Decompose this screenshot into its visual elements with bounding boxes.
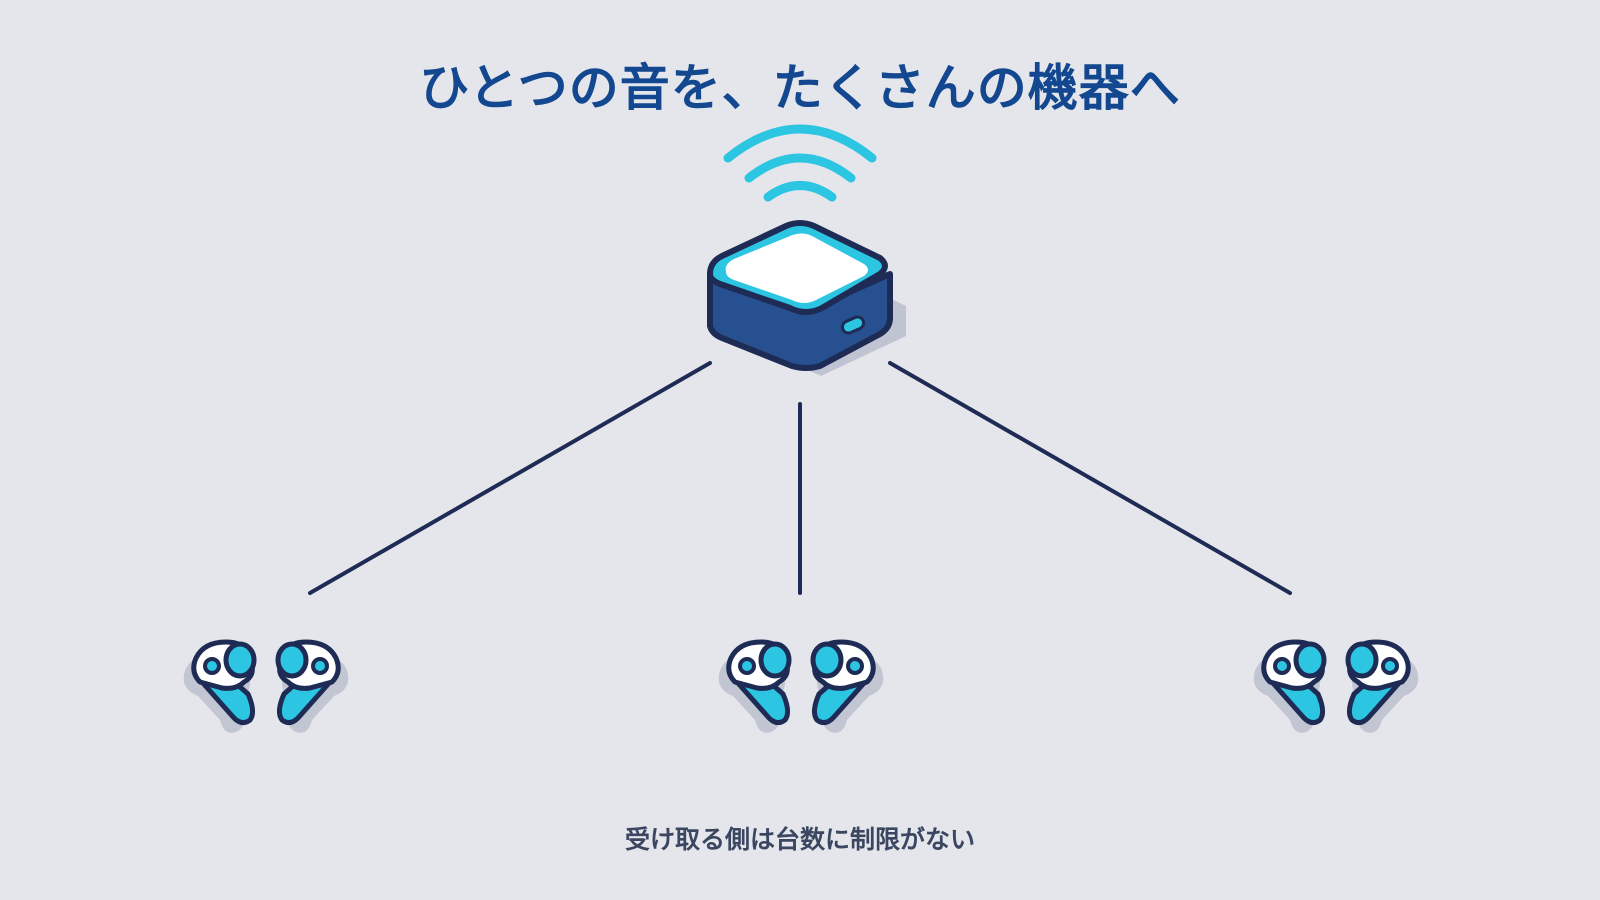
wifi-signal-icon — [723, 124, 877, 202]
connection-lines — [308, 361, 1292, 595]
connection-line-left — [308, 361, 712, 595]
wireless-earbuds-icon — [184, 642, 349, 733]
receiver-right — [1254, 642, 1419, 733]
wireless-earbuds-icon — [1254, 642, 1419, 733]
connection-line-right — [888, 361, 1292, 595]
receiver-center — [719, 642, 884, 733]
page-title: ひとつの音を、たくさんの機器へ — [419, 59, 1181, 117]
wireless-earbuds-icon — [719, 642, 884, 733]
receiver-left — [184, 642, 349, 733]
caption-text: 受け取る側は台数に制限がない — [624, 825, 975, 854]
transmitter-hub-icon — [707, 220, 906, 376]
